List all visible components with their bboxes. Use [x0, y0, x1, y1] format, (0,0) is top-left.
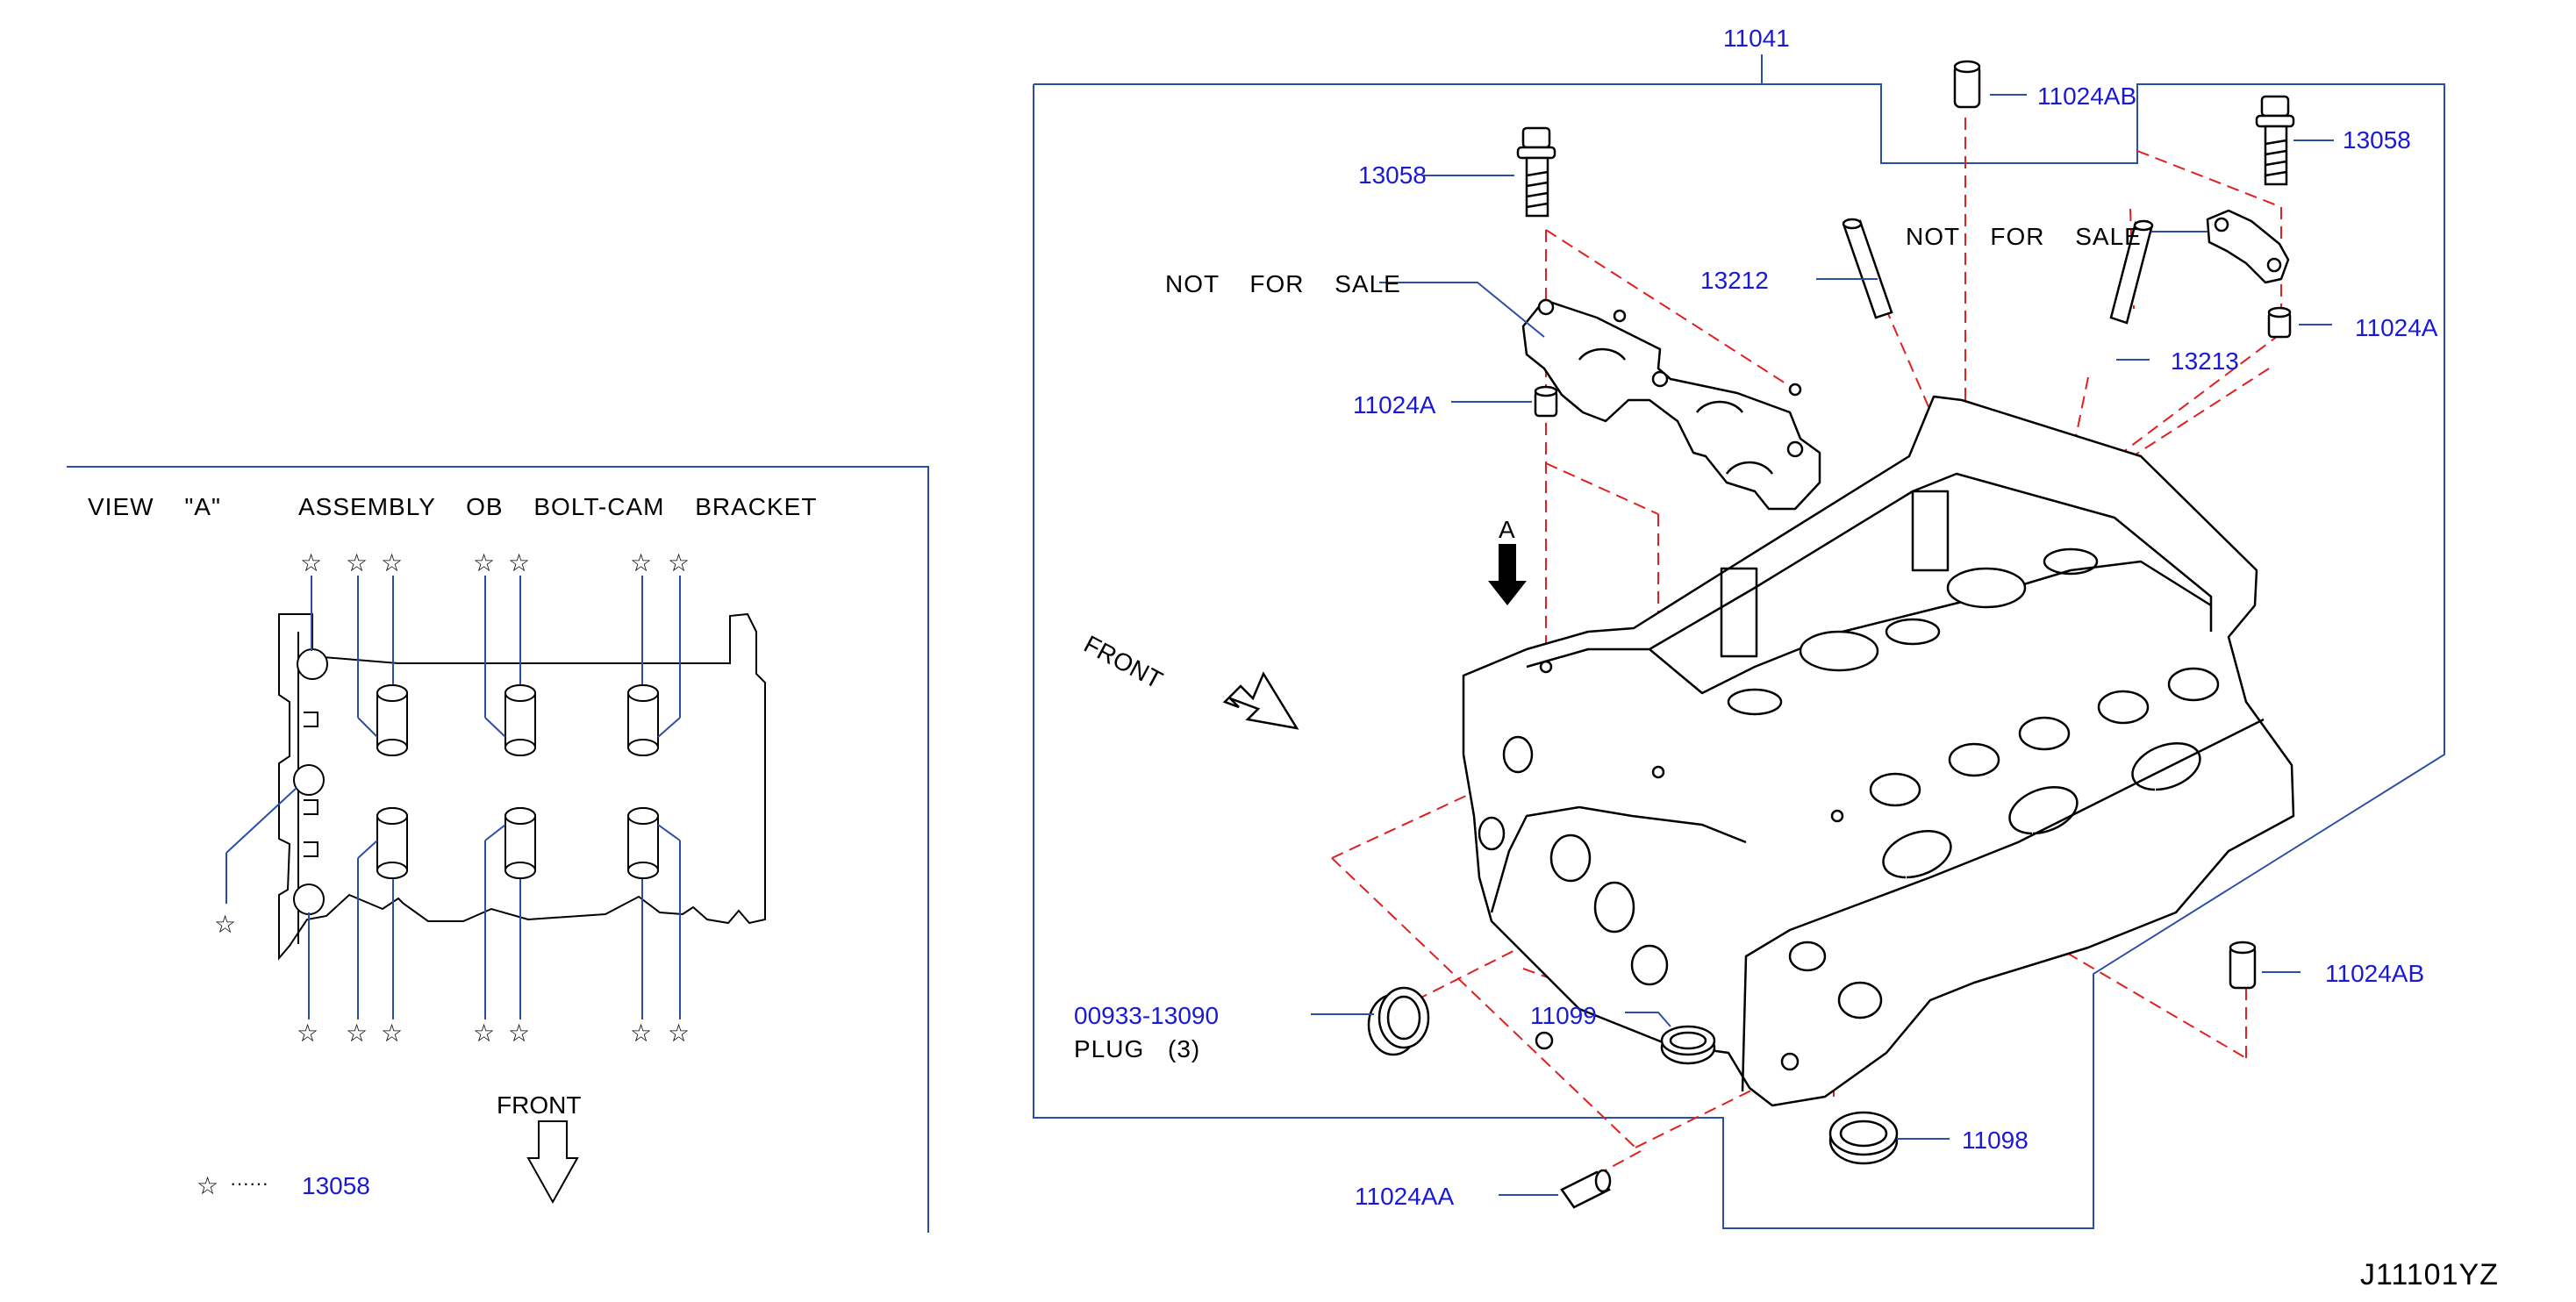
star-icon: ☆ [346, 548, 369, 577]
bracket-dowel-hole [293, 884, 325, 915]
callout-13058-left[interactable]: 13058 [1358, 161, 1427, 189]
callout-13212[interactable]: 13212 [1700, 267, 1769, 294]
seal-11099 [1660, 1025, 1716, 1065]
star-icon: ☆ [300, 548, 323, 577]
valve-guide-13212 [1842, 218, 1893, 319]
valve-guide-13213 [2109, 219, 2154, 325]
star-icon: ☆ [473, 1019, 496, 1048]
star-icon: ☆ [668, 1019, 691, 1048]
callout-11024A-right[interactable]: 11024A [2355, 314, 2438, 341]
dowel-11024A-right [2267, 306, 2292, 339]
legend-star-icon: ☆ [197, 1171, 219, 1200]
dowel-11024AB-top [1953, 60, 1981, 109]
callout-11024AB-top[interactable]: 11024AB [2037, 82, 2137, 110]
star-icon: ☆ [668, 548, 691, 577]
front-direction-arrow [1222, 671, 1299, 730]
star-icon: ☆ [297, 1019, 319, 1048]
plug-00933-13090 [1367, 986, 1430, 1056]
view-a-arrow-label: A [1499, 516, 1515, 543]
legend-part-13058[interactable]: 13058 [302, 1172, 370, 1199]
star-icon: ☆ [630, 1019, 653, 1048]
star-icon: ☆ [508, 548, 531, 577]
callout-13213[interactable]: 13213 [2171, 347, 2239, 375]
view-a-frame [67, 466, 929, 1233]
bracket-dowel-hole [293, 764, 325, 796]
diagram-code: J11101YZ [2360, 1258, 2499, 1291]
callout-11099[interactable]: 11099 [1530, 1002, 1597, 1029]
callout-11024AB-lower[interactable]: 11024AB [2325, 960, 2425, 987]
star-icon: ☆ [508, 1019, 531, 1048]
view-a-title: VIEW "A" [88, 493, 221, 520]
cylinder-head [1462, 383, 2295, 1107]
bolt-13058-right [2255, 95, 2295, 186]
view-a-leaders [225, 576, 681, 1019]
cam-journals-bottom [376, 807, 659, 879]
dowel-11024A-left [1534, 385, 1558, 418]
plug-label: PLUG (3) [1074, 1035, 1201, 1062]
bracket-outline [278, 612, 766, 961]
star-icon: ☆ [630, 548, 653, 577]
callout-11024A-left[interactable]: 11024A [1353, 391, 1436, 418]
callout-leaders [1311, 94, 2334, 1196]
view-a-front-arrow [526, 1120, 579, 1205]
assembly-title: ASSEMBLY OB BOLT-CAM BRACKET [298, 493, 818, 520]
star-icon: ☆ [381, 548, 404, 577]
star-icon: ☆ [473, 548, 496, 577]
callout-13058-right[interactable]: 13058 [2343, 126, 2411, 154]
legend-dots: ······ [230, 1172, 268, 1194]
bracket-dowel-hole [297, 648, 328, 680]
seal-11098 [1828, 1111, 1899, 1165]
assembly-frame [1033, 54, 2445, 1229]
view-a-direction-arrow [1488, 544, 1527, 605]
bolt-13058-left [1516, 126, 1556, 218]
dowel-11024AA [1560, 1169, 1612, 1209]
cam-bracket-right [2206, 209, 2290, 284]
callout-11098[interactable]: 11098 [1962, 1127, 2029, 1154]
view-a-panel [67, 466, 929, 1233]
callout-00933-13090[interactable]: 00933-13090 [1074, 1002, 1220, 1029]
dowel-11024AB-lower [2229, 941, 2257, 990]
star-icon: ☆ [381, 1019, 404, 1048]
callout-11041[interactable]: 11041 [1723, 25, 1790, 52]
star-icon: ☆ [214, 910, 237, 939]
cam-journals-top [376, 684, 659, 756]
callout-11024AA[interactable]: 11024AA [1355, 1183, 1455, 1210]
view-a-front-label: FRONT [497, 1091, 582, 1119]
cam-bracket-left [1521, 298, 1821, 511]
not-for-sale-right: NOT FOR SALE [1906, 223, 2142, 250]
not-for-sale-left: NOT FOR SALE [1165, 270, 1401, 297]
star-icon: ☆ [346, 1019, 369, 1048]
